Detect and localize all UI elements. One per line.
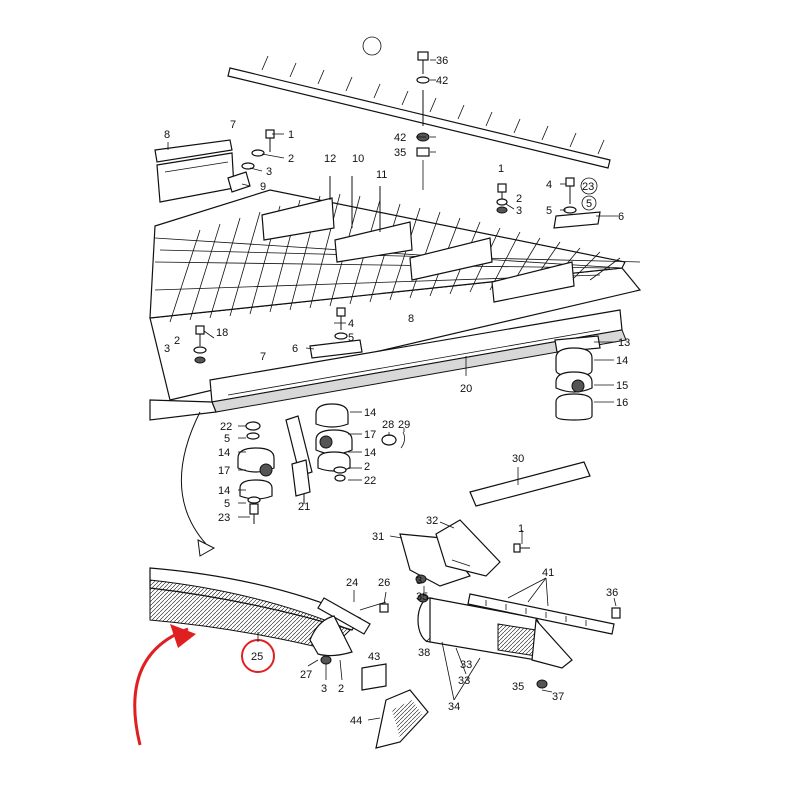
label-8-mid: 8 (408, 313, 414, 325)
left-bushing-stack (237, 421, 275, 524)
label-3-right: 3 (516, 205, 522, 217)
label-35-lower: 35 (512, 681, 524, 693)
label-22-left: 22 (220, 421, 232, 433)
right-bushing-stack (554, 335, 601, 421)
label-38: 38 (418, 647, 430, 659)
bar-30 (469, 461, 591, 507)
label-5-left-a: 5 (224, 433, 230, 445)
label-1-lower: 1 (518, 523, 524, 535)
label-2-bottom: 2 (338, 683, 344, 695)
label-8-left: 8 (164, 129, 170, 141)
label-18: 18 (216, 327, 228, 339)
label-9: 9 (260, 181, 266, 193)
label-13: 13 (618, 337, 630, 349)
label-17-center: 17 (364, 429, 376, 441)
label-4-mid: 4 (348, 318, 354, 330)
label-21: 21 (298, 501, 310, 513)
label-5-center: 2 (364, 461, 370, 473)
red-highlight-arrow (133, 624, 196, 746)
label-43: 43 (368, 651, 380, 663)
label-36-top: 36 (436, 55, 448, 67)
label-4-right: 4 (546, 179, 552, 191)
label-31: 31 (372, 531, 384, 543)
label-22-center: 22 (364, 475, 376, 487)
label-3-bottom: 3 (321, 683, 327, 695)
center-bushing-lever (285, 403, 405, 504)
label-2-mid: 2 (174, 335, 180, 347)
label-5-mid: 5 (348, 332, 354, 344)
label-35-top: 35 (394, 147, 406, 159)
label-34: 34 (448, 701, 460, 713)
label-14-left-b: 14 (218, 485, 230, 497)
label-3-lower: 3 (416, 575, 422, 587)
label-29: 29 (398, 419, 410, 431)
label-20: 20 (460, 383, 472, 395)
label-12: 12 (324, 153, 336, 165)
roller-assembly-33-38 (417, 593, 621, 689)
label-30: 30 (512, 453, 524, 465)
label-41: 41 (542, 567, 554, 579)
fastener-group-mid (193, 177, 601, 364)
label-44: 44 (350, 715, 362, 727)
label-28: 28 (382, 419, 394, 431)
label-5-circled: 5 (586, 198, 592, 210)
label-6-right: 6 (618, 211, 624, 223)
label-36-lower: 36 (606, 587, 618, 599)
label-11: 11 (376, 169, 387, 181)
pointer-arrow (180, 411, 216, 557)
label-5-right: 5 (546, 205, 552, 217)
left-rail-assembly (154, 129, 275, 203)
small-parts-43-44 (361, 663, 429, 749)
label-5-left-b: 5 (224, 498, 230, 510)
label-7-left: 7 (230, 119, 236, 131)
label-2-right: 2 (516, 193, 522, 205)
label-16: 16 (616, 397, 628, 409)
comb-sieve (149, 176, 642, 421)
label-3-left: 3 (266, 166, 272, 178)
label-33-a: 33 (460, 659, 472, 671)
label-17-left: 17 (218, 465, 230, 477)
label-23-circled: 23 (582, 181, 594, 193)
label-14-right: 14 (616, 355, 628, 367)
label-27: 27 (300, 669, 312, 681)
label-6-mid: 6 (292, 343, 298, 355)
label-1-left: 1 (288, 129, 294, 141)
callout-labels: 36 42 42 35 8 7 1 2 3 9 12 10 11 1 2 3 4… (164, 55, 630, 727)
label-32: 32 (426, 515, 438, 527)
roller-assembly-24-25 (149, 567, 389, 665)
label-33-b: 33 (458, 675, 470, 687)
label-14-left-a: 14 (218, 447, 230, 459)
label-23-left: 23 (218, 512, 230, 524)
label-42-mid: 42 (394, 132, 406, 144)
label-24: 24 (346, 577, 358, 589)
label-3-mid: 3 (164, 343, 170, 355)
label-15: 15 (616, 380, 628, 392)
label-14-center-a: 14 (364, 407, 376, 419)
label-37: 37 (552, 691, 564, 703)
label-42-top: 42 (436, 75, 448, 87)
label-2-left: 2 (288, 153, 294, 165)
label-26: 26 (378, 577, 390, 589)
label-35-mid: 35 (416, 591, 428, 603)
label-1-right: 1 (498, 163, 504, 175)
label-14-center-b: 14 (364, 447, 376, 459)
top-finger-bar (227, 36, 611, 169)
leader-lines (203, 133, 618, 721)
label-7-mid: 7 (260, 351, 266, 363)
brackets-31-32 (399, 519, 530, 587)
label-10: 10 (352, 153, 364, 165)
label-25: 25 (251, 651, 263, 663)
